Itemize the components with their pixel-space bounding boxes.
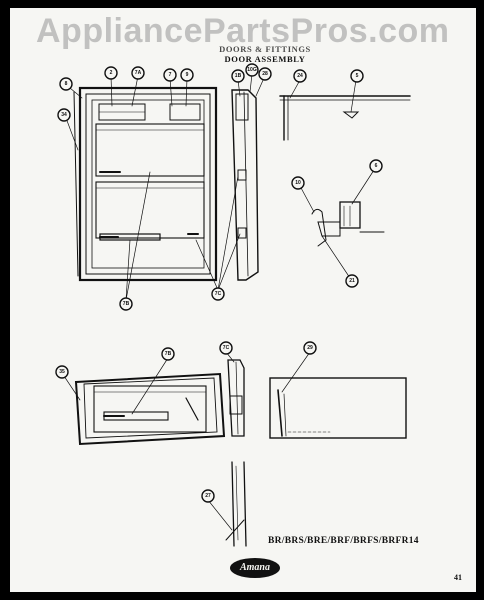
- header-line-2: DOOR ASSEMBLY: [224, 54, 306, 64]
- upper-door-assembly: [65, 75, 219, 301]
- callout-label: 24: [297, 73, 303, 79]
- callout-24: 24: [293, 69, 307, 83]
- header-line-1: DOORS & FITTINGS: [219, 44, 311, 54]
- callout-21: 21: [345, 274, 359, 288]
- callout-label: 34: [61, 112, 67, 118]
- callout-10: 10: [291, 176, 305, 190]
- model-list: BR/BRS/BRE/BRF/BRFS/BRFR14: [268, 536, 419, 546]
- watermark: AppliancePartsPros.com: [36, 12, 450, 50]
- diagram-header: DOORS & FITTINGS DOOR ASSEMBLY: [190, 44, 340, 64]
- callout-label: 35: [59, 369, 65, 375]
- callout-label: 21: [349, 278, 355, 284]
- callout-35: 35: [55, 365, 69, 379]
- callout-label: 10: [295, 180, 301, 186]
- latch-mechanism: [299, 169, 385, 279]
- callout-label: 7C: [223, 345, 230, 351]
- page-number: 41: [454, 573, 462, 582]
- callout-label: 5: [356, 73, 359, 79]
- callout-bubbles: 8 2 7A 7 9 34 1B 10G 28 24 5 6 10 21 7B …: [55, 63, 383, 503]
- callout-label: 9: [186, 72, 189, 78]
- callout-7b-lower: 7B: [161, 347, 175, 361]
- callout-28: 28: [258, 67, 272, 81]
- callout-10g: 10G: [245, 63, 259, 77]
- callout-label: 7A: [135, 70, 142, 76]
- callout-label: 7C: [215, 291, 222, 297]
- callout-29: 29: [303, 341, 317, 355]
- callout-7: 7: [163, 68, 177, 82]
- callout-label: 28: [262, 71, 268, 77]
- callout-label: 8: [65, 81, 68, 87]
- callout-7b: 7B: [119, 297, 133, 311]
- top-hinge-section: [279, 79, 411, 141]
- callout-label: 29: [307, 345, 313, 351]
- callout-label: 10G: [247, 67, 257, 73]
- lower-door-assembly: [63, 357, 226, 446]
- callout-5: 5: [350, 69, 364, 83]
- callout-label: 7B: [123, 301, 130, 307]
- cabinet-side-view: [269, 351, 407, 439]
- callout-label: 1B: [235, 73, 242, 79]
- callout-9: 9: [180, 68, 194, 82]
- diagram-sheet: [10, 8, 476, 592]
- callout-7a: 7A: [131, 66, 145, 80]
- callout-label: 7: [169, 72, 172, 78]
- callout-8: 8: [59, 77, 73, 91]
- callout-label: 2: [110, 70, 113, 76]
- door-gasket-strip: [207, 461, 247, 547]
- callout-label: 6: [375, 163, 378, 169]
- door-side-profile: [217, 73, 265, 291]
- callout-34: 34: [57, 108, 71, 122]
- callout-27: 27: [201, 489, 215, 503]
- callout-2: 2: [104, 66, 118, 80]
- lower-door-side-profile: [225, 351, 245, 437]
- callout-label: 7B: [165, 351, 172, 357]
- callout-7c-lower: 7C: [219, 341, 233, 355]
- callout-6: 6: [369, 159, 383, 173]
- amana-logo: Amana: [230, 558, 280, 578]
- callout-label: 27: [205, 493, 211, 499]
- callout-7c: 7C: [211, 287, 225, 301]
- callout-1b: 1B: [231, 69, 245, 83]
